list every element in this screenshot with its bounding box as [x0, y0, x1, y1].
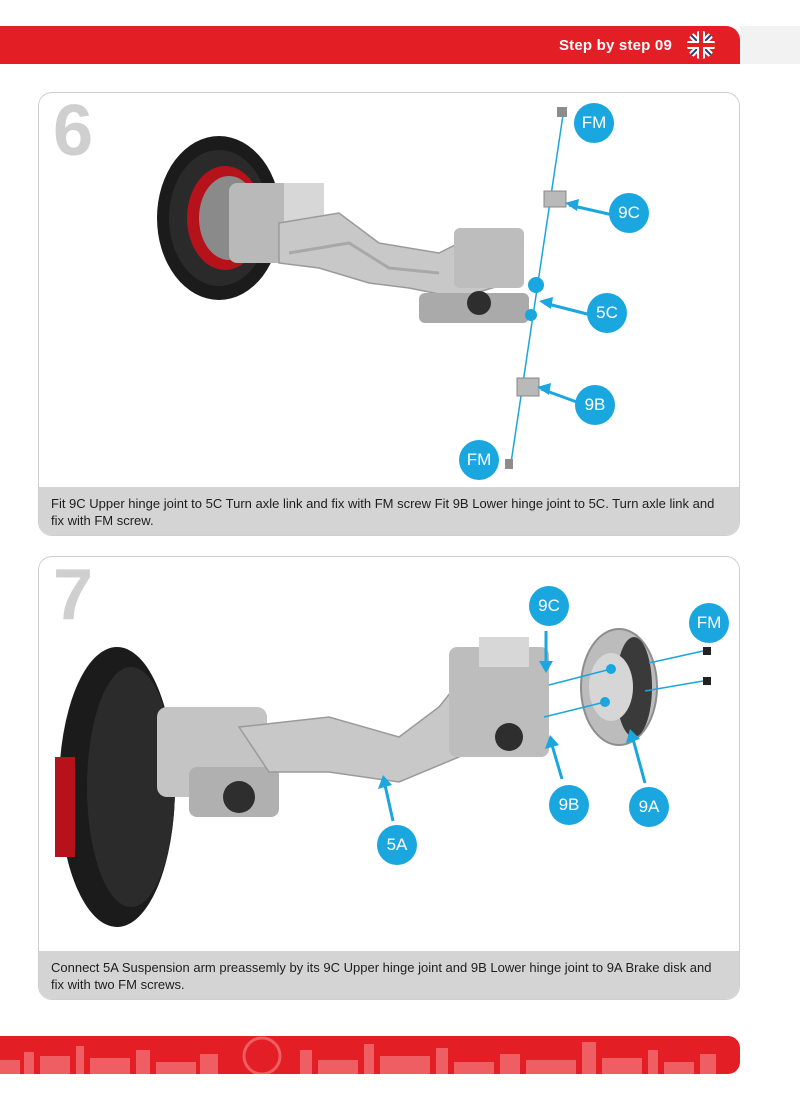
callout-5a: 5A: [377, 825, 417, 865]
step-6-caption: Fit 9C Upper hinge joint to 5C Turn axle…: [39, 487, 739, 535]
callout-fm-top: FM: [574, 103, 614, 143]
step-7-illustration: [39, 557, 740, 953]
skyline-decoration: [0, 1036, 740, 1074]
callout-5c: 5C: [587, 293, 627, 333]
step-7-panel: 7 9C FM: [38, 556, 740, 1000]
callout-9b: 9B: [549, 785, 589, 825]
callout-fm-bottom: FM: [459, 440, 499, 480]
callout-9a: 9A: [629, 787, 669, 827]
step-7-caption: Connect 5A Suspension arm preassemly by …: [39, 951, 739, 999]
footer-skyline-bar: [0, 1036, 740, 1074]
callout-9c: 9C: [529, 586, 569, 626]
header-bar: Step by step 09: [0, 26, 740, 64]
uk-flag-icon: [686, 30, 716, 60]
header-title: Step by step 09: [559, 37, 672, 54]
callout-9b: 9B: [575, 385, 615, 425]
step-6-illustration: [39, 93, 740, 489]
callout-fm: FM: [689, 603, 729, 643]
callout-9c: 9C: [609, 193, 649, 233]
step-6-panel: 6 FM 9C 5C 9B FM Fit 9C Upper: [38, 92, 740, 536]
